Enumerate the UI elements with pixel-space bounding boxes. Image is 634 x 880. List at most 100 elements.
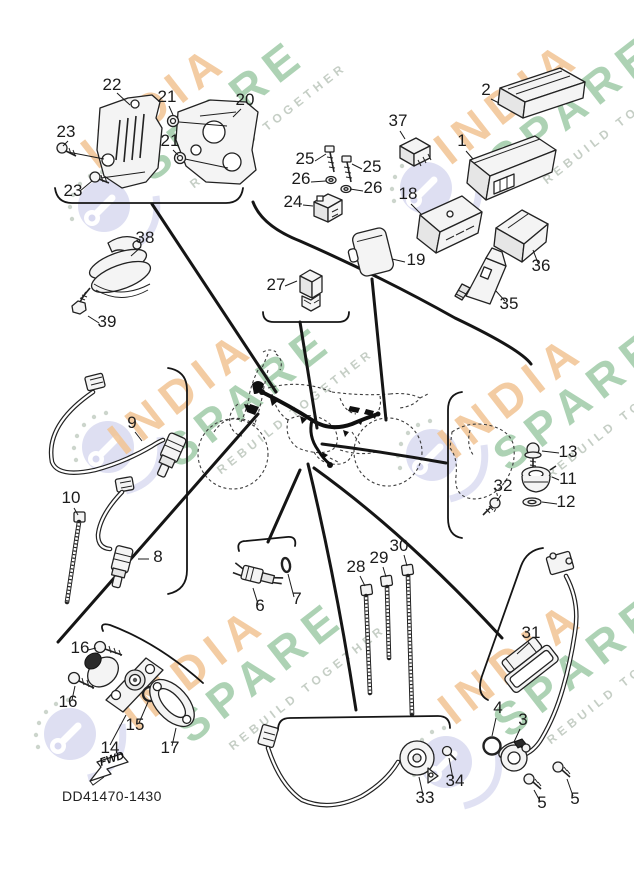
part-29-cable-tie	[379, 574, 394, 661]
part-3-speed-sensor	[498, 738, 531, 772]
part-label-16: 16	[71, 638, 90, 657]
group-brackets	[54, 187, 544, 731]
part-28-cable-tie	[359, 583, 374, 696]
part-label-22: 22	[103, 75, 122, 94]
part-33-wheel-sensor	[257, 724, 439, 808]
fwd-arrow: FWD	[89, 750, 129, 786]
part-9-oxygen-sensor	[48, 372, 187, 478]
part-label-12: 12	[557, 492, 576, 511]
part-label-17: 17	[161, 738, 180, 757]
label-leader-lines	[62, 92, 574, 802]
part-label-21: 21	[158, 87, 177, 106]
part-label-38: 38	[136, 228, 155, 247]
rear-wheel-outline	[353, 417, 423, 487]
part-31-pad-sensor	[501, 636, 559, 694]
part-label-33: 33	[416, 788, 435, 807]
part-label-3: 3	[518, 710, 527, 729]
part-label-24: 24	[284, 192, 303, 211]
part-8-oxygen-sensor	[95, 476, 135, 589]
part-label-25: 25	[296, 149, 315, 168]
part-11-sensor-cap	[521, 465, 557, 493]
part-21-grommet	[166, 114, 180, 128]
part-13-bolt	[524, 442, 542, 470]
part-16-bolt	[67, 671, 95, 690]
part-label-35: 35	[500, 294, 519, 313]
part-24-sensor-unit	[313, 193, 343, 223]
part-label-25: 25	[363, 157, 382, 176]
part-label-10: 10	[62, 488, 81, 507]
part-4-oring	[482, 736, 502, 756]
thick-leader-lines	[56, 200, 533, 712]
part-number-labels: 22 21 20 23 21 23 38 39 37 2 1 25 25 26 …	[57, 75, 580, 812]
part-31-connector-and-cable	[518, 550, 579, 759]
part-25-screw	[341, 155, 353, 183]
part-label-20: 20	[236, 90, 255, 109]
part-label-5: 5	[570, 789, 579, 808]
part-label-2: 2	[481, 80, 490, 99]
part-label-8: 8	[153, 547, 162, 566]
part-34-screw	[441, 745, 457, 761]
part-label-23: 23	[57, 122, 76, 141]
wrench-badge-icon	[395, 418, 489, 503]
part-23-screw	[56, 142, 77, 157]
part-5-bolt	[523, 773, 542, 790]
part-25-screw	[324, 145, 336, 173]
part-label-37: 37	[389, 111, 408, 130]
part-16-bolt	[93, 640, 123, 657]
parts-layer	[48, 67, 586, 808]
part-label-18: 18	[399, 184, 418, 203]
part-38-horn	[80, 236, 152, 300]
watermark-badges	[33, 151, 503, 810]
part-label-36: 36	[532, 256, 551, 275]
part-label-26: 26	[364, 178, 383, 197]
part-37-relay	[399, 137, 432, 167]
part-label-26: 26	[292, 169, 311, 188]
part-label-19: 19	[407, 250, 426, 269]
diagram-code: DD41470-1430	[62, 788, 162, 804]
part-label-32: 32	[494, 476, 513, 495]
part-label-7: 7	[292, 589, 301, 608]
part-27-flasher-relay	[299, 269, 323, 312]
part-1-ecu	[466, 135, 557, 201]
wire-harness-highlight	[244, 381, 381, 468]
part-26-washer	[325, 175, 337, 185]
part-36-connector	[493, 209, 549, 263]
part-label-1: 1	[457, 131, 466, 150]
part-18-control-unit	[416, 195, 483, 254]
part-label-27: 27	[267, 275, 286, 294]
part-30-cable-tie	[400, 563, 415, 717]
part-10-cable-tie	[64, 511, 86, 605]
part-label-9: 9	[127, 413, 136, 432]
part-label-6: 6	[255, 596, 264, 615]
part-2-cover	[497, 67, 586, 119]
part-label-28: 28	[347, 557, 366, 576]
part-12-washer	[522, 497, 542, 507]
part-label-29: 29	[370, 548, 389, 567]
part-label-16: 16	[59, 692, 78, 711]
part-label-39: 39	[98, 312, 117, 331]
part-label-31: 31	[522, 623, 541, 642]
part-label-23: 23	[64, 181, 83, 200]
part-22-bracket-plate	[96, 94, 163, 189]
part-19-rubber-cover	[347, 227, 394, 277]
part-35-relay-connector	[454, 247, 507, 305]
part-21-grommet	[173, 151, 187, 165]
part-26-washer	[340, 184, 352, 194]
part-label-4: 4	[493, 698, 502, 717]
part-label-5: 5	[537, 793, 546, 812]
part-label-13: 13	[559, 442, 578, 461]
part-39-bolt	[71, 291, 88, 315]
part-5-bolt	[552, 761, 571, 778]
part-23-screw	[89, 171, 110, 184]
part-label-14: 14	[101, 738, 120, 757]
part-label-15: 15	[126, 715, 145, 734]
part-14-solenoid	[84, 652, 164, 713]
part-6-temp-sensor	[232, 562, 284, 585]
part-20-bracket-plate	[175, 99, 259, 185]
part-7-oring	[280, 556, 292, 574]
part-label-11: 11	[559, 469, 577, 488]
watermark-block: INDIA SPARE REBUILD TOGETHER	[98, 313, 376, 477]
part-label-34: 34	[446, 771, 465, 790]
part-label-21: 21	[161, 131, 180, 150]
